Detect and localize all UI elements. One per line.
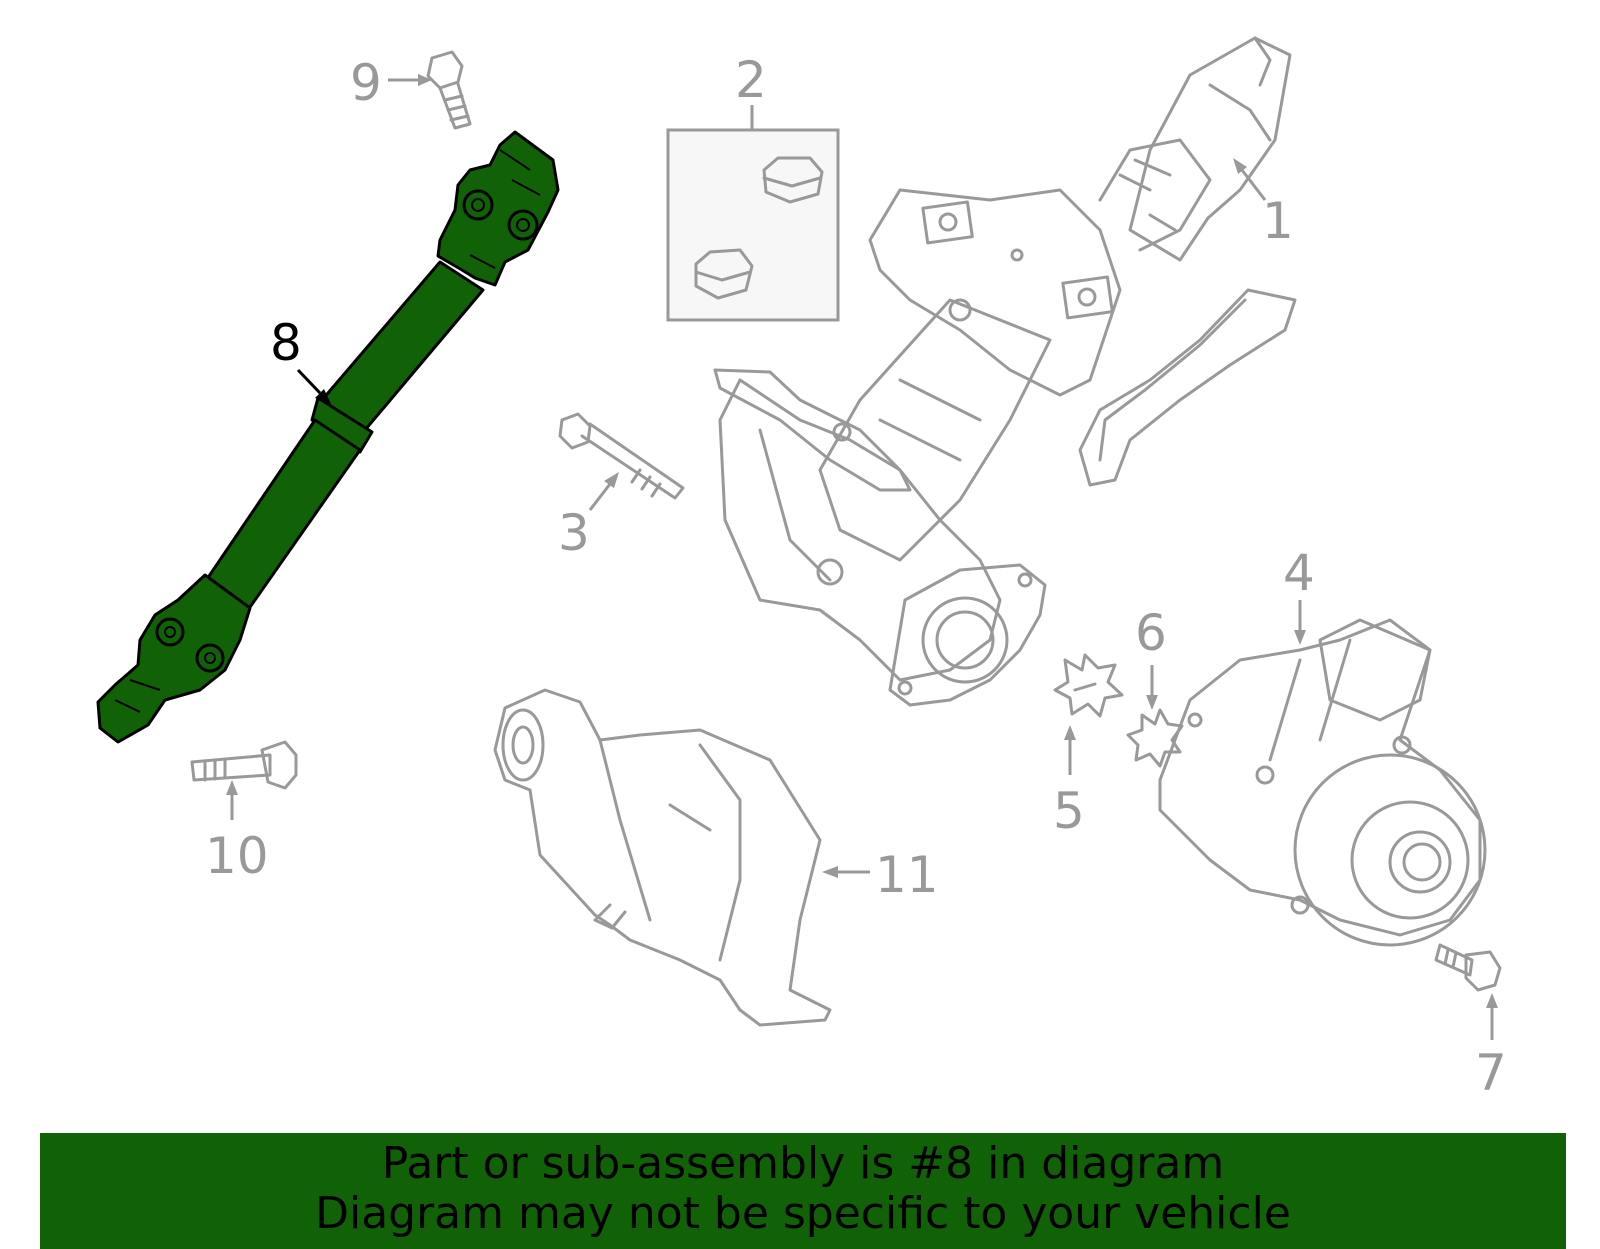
callout-6: 6 <box>1135 604 1167 710</box>
part-9-bolt[interactable] <box>426 50 472 130</box>
callout-8: 8 <box>270 314 331 404</box>
callout-2: 2 <box>735 51 767 130</box>
banner-line-1: Part or sub-assembly is #8 in diagram <box>381 1138 1225 1189</box>
part-4-motor[interactable] <box>1158 618 1487 947</box>
callout-label-10: 10 <box>205 827 269 885</box>
callout-label-9: 9 <box>350 54 382 112</box>
part-6-coupler[interactable] <box>1126 708 1184 768</box>
callout-label-5: 5 <box>1053 782 1085 840</box>
callout-label-6: 6 <box>1135 604 1167 662</box>
part-8-intermediate-shaft[interactable] <box>96 130 560 744</box>
part-1-steering-column[interactable] <box>713 36 1297 707</box>
callout-label-11: 11 <box>875 846 939 904</box>
part-7-bolt[interactable] <box>1434 943 1502 992</box>
callout-label-7: 7 <box>1475 1044 1507 1102</box>
callout-11: 11 <box>822 846 939 904</box>
part-5-coupler[interactable] <box>1053 653 1124 718</box>
part-3-bolt[interactable] <box>558 412 685 500</box>
callout-label-3: 3 <box>558 504 590 562</box>
callout-label-8: 8 <box>270 314 302 372</box>
callout-label-1: 1 <box>1262 192 1294 250</box>
callout-10: 10 <box>205 780 269 885</box>
callout-label-4: 4 <box>1283 544 1315 602</box>
part-2-nut-kit[interactable] <box>666 128 840 322</box>
info-banner: Part or sub-assembly is #8 in diagram Di… <box>40 1133 1566 1249</box>
callout-9: 9 <box>350 54 432 112</box>
callout-3: 3 <box>558 472 619 562</box>
banner-line-2: Diagram may not be specific to your vehi… <box>315 1188 1291 1239</box>
callout-7: 7 <box>1475 993 1507 1102</box>
callout-5: 5 <box>1053 725 1085 840</box>
callout-label-2: 2 <box>735 51 767 109</box>
part-11-cover[interactable] <box>493 688 832 1027</box>
callout-4: 4 <box>1283 544 1315 645</box>
callout-1: 1 <box>1233 158 1294 250</box>
part-10-bolt[interactable] <box>190 740 298 790</box>
